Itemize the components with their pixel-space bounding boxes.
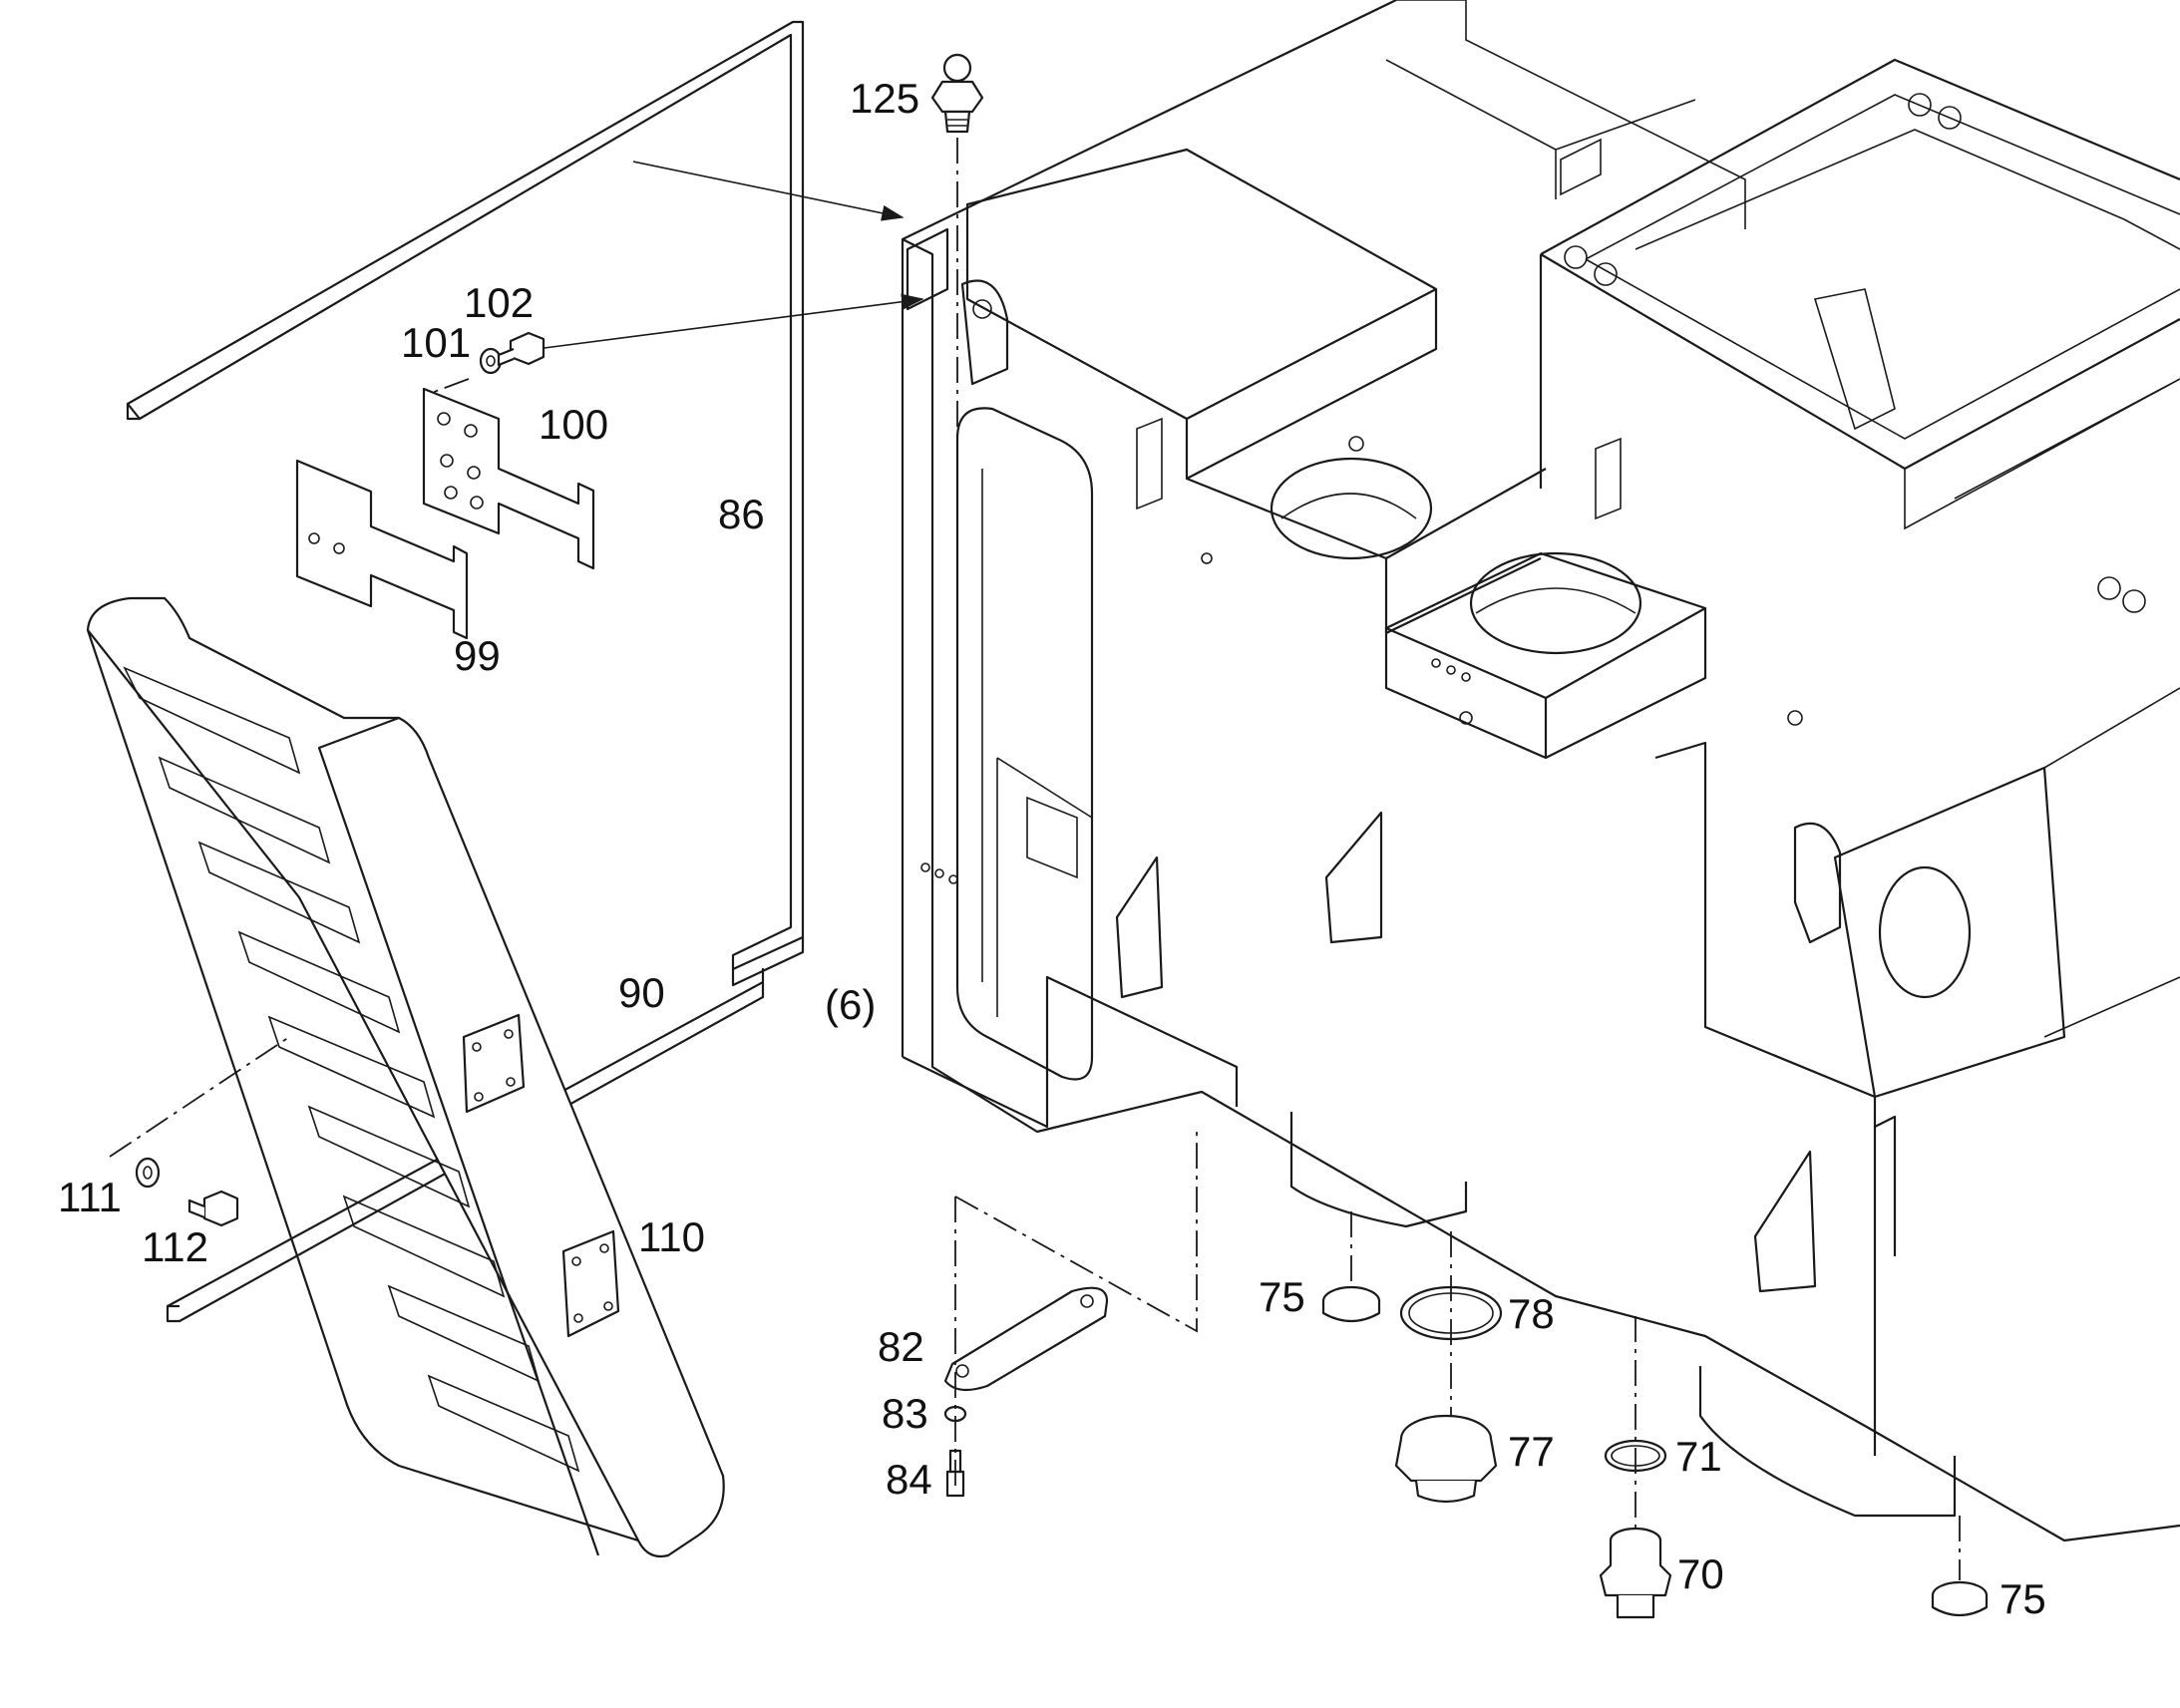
main-frame-6 — [901, 0, 2180, 1542]
label-75-left: 75 — [1259, 1273, 1305, 1320]
label-82: 82 — [878, 1323, 924, 1370]
label-84: 84 — [886, 1456, 932, 1503]
plate-99 — [295, 459, 469, 640]
plug-75-left — [1321, 1285, 1381, 1323]
label-75-right: 75 — [1999, 1575, 2046, 1622]
cover-plate-82 — [943, 1286, 1109, 1392]
label-102: 102 — [464, 279, 534, 326]
label-77: 77 — [1508, 1428, 1555, 1475]
ladder-treads — [123, 666, 580, 1473]
screw-84 — [945, 1449, 965, 1498]
label-6: (6) — [825, 981, 876, 1028]
step-ladder-110 — [86, 596, 725, 1558]
arrow-to-frame-top — [632, 161, 905, 221]
label-99: 99 — [454, 632, 501, 679]
bolt-102 — [497, 331, 545, 367]
label-78: 78 — [1508, 1290, 1555, 1337]
washer-111 — [135, 1157, 161, 1189]
label-101: 101 — [401, 319, 471, 366]
seal-strip-86-90 — [126, 20, 805, 1323]
plug-77 — [1394, 1414, 1498, 1504]
label-111: 111 — [58, 1174, 122, 1220]
label-112: 112 — [142, 1223, 208, 1270]
label-125: 125 — [850, 75, 919, 122]
leader-111 — [109, 1036, 290, 1158]
label-86: 86 — [718, 491, 765, 537]
plate-100 — [422, 387, 595, 570]
adapter-70 — [1599, 1527, 1672, 1619]
leader-82-frame — [954, 1127, 1198, 1333]
label-70: 70 — [1677, 1550, 1724, 1597]
label-110: 110 — [638, 1213, 705, 1260]
plug-75-right — [1931, 1580, 1989, 1617]
label-83: 83 — [882, 1390, 928, 1437]
label-90: 90 — [618, 969, 665, 1016]
label-71: 71 — [1675, 1433, 1722, 1480]
leader-101 — [428, 378, 470, 395]
grease-nipple-125 — [930, 53, 984, 134]
label-100: 100 — [539, 401, 608, 448]
arrow-to-frame-lug — [536, 293, 924, 350]
bolt-112 — [187, 1190, 239, 1227]
